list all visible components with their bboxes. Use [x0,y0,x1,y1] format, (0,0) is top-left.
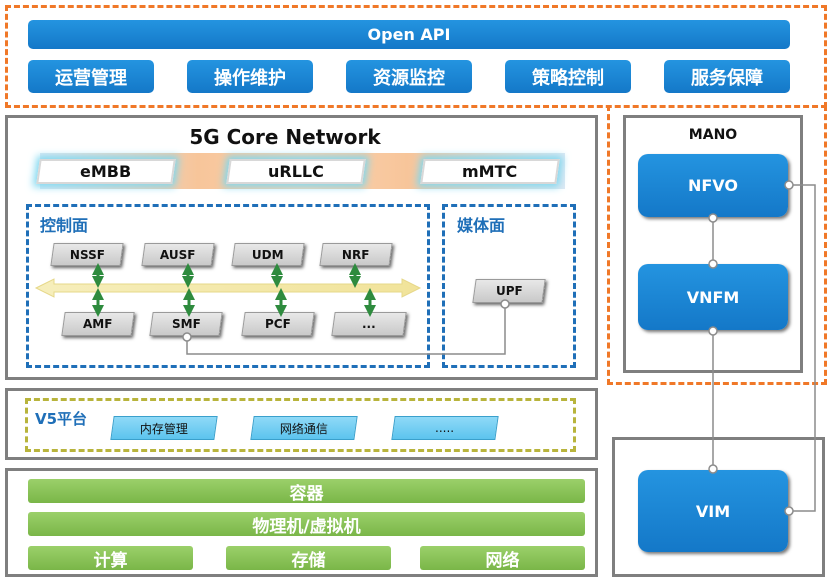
control-plane-region [26,204,430,368]
nf-nrf: NRF [319,243,393,266]
v5-memory-management: 内存管理 [110,416,218,440]
core-network-title: 5G Core Network [189,125,381,149]
open-api-region [5,5,827,108]
mgmt-maintenance: 操作维护 [187,60,313,93]
machine-bar: 物理机/虚拟机 [28,512,585,537]
container-bar: 容器 [28,479,585,504]
user-plane-label: 媒体面 [457,216,506,235]
nf-ausf: AUSF [141,243,215,266]
mgmt-policy-control: 策略控制 [505,60,631,93]
nf-pcf: PCF [241,312,315,336]
nfvo-box: NFVO [638,154,788,217]
vim-box: VIM [638,470,788,552]
nf-upf: UPF [472,279,546,303]
nf-smf: SMF [149,312,223,336]
nf-more: ... [331,312,407,336]
nf-amf: AMF [61,312,135,336]
slice-mmtc: mMTC [420,159,560,184]
vim-frame [612,437,825,577]
storage-bar: 存储 [226,546,391,571]
vnfm-box: VNFM [638,264,788,330]
v5-frame [5,388,598,460]
mano-region [607,105,827,385]
slice-embb: eMBB [36,159,176,184]
network-bar: 网络 [420,546,585,571]
slice-urllc: uRLLC [226,159,366,184]
user-plane-region [442,204,576,368]
v5-region [25,398,576,452]
compute-bar: 计算 [28,546,193,571]
nf-udm: UDM [231,243,305,266]
mgmt-resource-monitor: 资源监控 [346,60,472,93]
open-api-bar: Open API [28,20,790,49]
nf-nssf: NSSF [50,243,124,266]
mgmt-operations: 运营管理 [28,60,154,93]
v5-network-communication: 网络通信 [250,416,358,440]
mano-title: MANO [688,127,738,143]
infra-frame [5,468,598,577]
mgmt-service-assurance: 服务保障 [664,60,790,93]
core-network-frame [5,115,598,380]
v5-more: ..... [391,416,499,440]
v5-label: V5平台 [35,410,88,428]
control-plane-label: 控制面 [40,216,89,235]
